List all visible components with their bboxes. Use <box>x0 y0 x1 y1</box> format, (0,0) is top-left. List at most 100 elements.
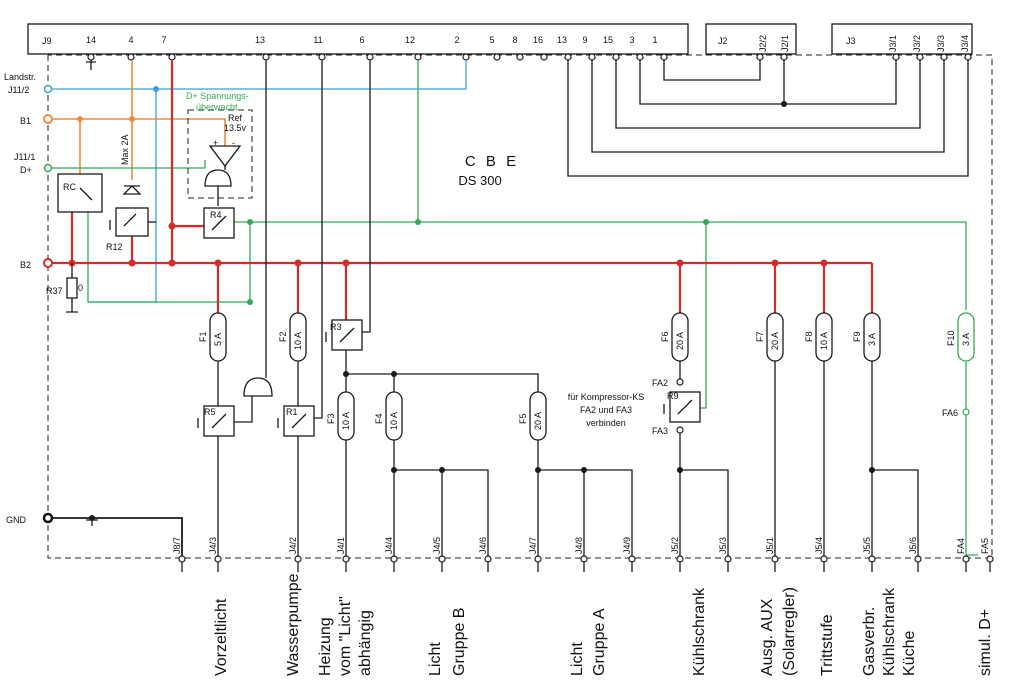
fa6-label: FA6 <box>942 408 958 418</box>
bottom-pin-label: J5/1 <box>765 537 775 554</box>
housing-outline <box>47 54 993 559</box>
b2-bus <box>52 60 874 320</box>
connector-j9: J9 14 4 7 13 11 6 12 2 5 8 16 13 9 15 3 … <box>27 23 689 55</box>
relay-r5-label: R5 <box>204 407 216 417</box>
j9-pin-6: 6 <box>359 35 364 45</box>
output-label-licht-b: Licht <box>427 642 444 676</box>
j9-pin-8: 8 <box>512 35 517 45</box>
j3-pin-2: J3/2 <box>912 35 922 52</box>
bottom-pin-label: J4/9 <box>622 537 632 554</box>
connector-j2: J2 J2/2 J2/1 <box>705 23 797 55</box>
bottom-pin-terminal <box>914 555 922 563</box>
diode-max2a: Max 2A <box>120 134 142 195</box>
connector-j9-label: J9 <box>42 36 52 46</box>
output-label-licht-a: Gruppe A <box>591 608 608 676</box>
d-plus-monitor: D+ Spannungs- überwacht Ref 13.5v + - <box>186 91 253 206</box>
r37-label: R37 <box>46 286 63 296</box>
bottom-pin-terminal <box>294 555 302 563</box>
max2a-label: Max 2A <box>120 134 130 165</box>
j9-pin-2: 2 <box>454 35 459 45</box>
connector-j2-box <box>705 23 797 55</box>
bottom-pin-label: FA5 <box>980 538 990 554</box>
fuse-f2: 10 A F2 <box>278 312 307 362</box>
gnd-label: GND <box>6 515 27 525</box>
relay-r5: R5 <box>197 60 273 556</box>
fa2-label: FA2 <box>652 378 668 388</box>
bottom-pin-label: J4/3 <box>208 537 218 554</box>
bottom-pin-label: J5/2 <box>670 537 680 554</box>
j11-1-label: J11/1 <box>14 152 35 162</box>
bottom-pin-label: J5/3 <box>718 537 728 554</box>
monitor-label-2: überwacht <box>196 102 238 112</box>
relay-r4: R4 <box>203 207 235 239</box>
relay-r1: R1 <box>277 60 323 556</box>
bottom-pin-label: J4/7 <box>528 537 538 554</box>
b2-terminal <box>43 258 53 268</box>
landstrom-label: Landstr. <box>4 72 36 82</box>
j3-pin-3: J3/3 <box>936 35 946 52</box>
fuse-f5-rating: 20 A <box>533 412 543 430</box>
fuse-f3: 10 A F3 <box>326 391 355 441</box>
bottom-pin-terminal <box>962 555 970 563</box>
fuse-f2-rating: 10 A <box>293 332 303 350</box>
j9-pin-14: 14 <box>86 35 96 45</box>
output-label-heizung: vom "Licht" <box>337 596 354 676</box>
j9-pin-16: 16 <box>533 35 543 45</box>
bottom-pin-terminal <box>986 555 994 563</box>
bottom-pin-terminal <box>628 555 636 563</box>
fuse-f4-name: F4 <box>374 413 384 424</box>
comparator-plus: + <box>213 138 218 148</box>
bottom-pin-terminal <box>390 555 398 563</box>
j9-pin-4: 4 <box>128 35 133 45</box>
b2-label: B2 <box>20 260 31 270</box>
connector-j3-box <box>831 23 973 55</box>
ref-label: Ref <box>228 113 243 123</box>
bottom-pin-terminal <box>534 555 542 563</box>
output-label-aux: (Solarregler) <box>781 587 798 676</box>
connector-j9-box <box>27 23 689 55</box>
monitor-label-1: D+ Spannungs- <box>186 91 249 101</box>
bottom-pin-terminal <box>580 555 588 563</box>
output-label-heizung: abhängig <box>357 610 374 676</box>
b1-terminal <box>43 114 53 124</box>
fuse-f7-rating: 20 A <box>770 332 780 350</box>
bottom-pin-terminal <box>178 555 186 563</box>
connector-j3-label: J3 <box>846 36 856 46</box>
b1-wire <box>52 60 226 180</box>
fa3-label: FA3 <box>652 426 668 436</box>
bottom-pin-terminal <box>676 555 684 563</box>
j9-pin-13b: 13 <box>557 35 567 45</box>
relay-r1-label: R1 <box>286 407 298 417</box>
j9-pin-7: 7 <box>161 35 166 45</box>
output-label-trittstufe: Trittstufe <box>819 614 836 676</box>
diagram-title: C B E <box>465 153 519 170</box>
d-plus-label: D+ <box>20 165 32 175</box>
kompressor-note-3: verbinden <box>586 418 626 428</box>
fuse-f10-name: F10 <box>946 330 956 346</box>
bottom-pin-terminal <box>342 555 350 563</box>
fuse-f2-name: F2 <box>278 331 288 342</box>
bottom-pin-terminal <box>868 555 876 563</box>
j9-pin-3: 3 <box>629 35 634 45</box>
j2-pin-2: J2/2 <box>758 35 768 52</box>
fuse-f9-rating: 3 A <box>867 333 877 346</box>
cbe-housing <box>47 54 993 559</box>
ref-value: 13.5v <box>224 123 247 133</box>
fuse-f5: 20 A F5 <box>518 391 547 441</box>
fuse-f6-rating: 20 A <box>675 332 685 350</box>
bottom-pin-label: J4/4 <box>384 537 394 554</box>
j9-pin-11: 11 <box>313 35 322 45</box>
fuse-f4-rating: 10 A <box>389 412 399 430</box>
bottom-pin-label: J4/5 <box>432 537 442 554</box>
relay-r12-label: R12 <box>106 242 123 252</box>
fuse-f10: 3 A F10 <box>946 312 975 362</box>
j11-2-label: J11/2 <box>8 85 29 95</box>
fuse-f1: 5 A F1 <box>198 312 227 362</box>
fuse-f1-name: F1 <box>198 331 208 342</box>
j11-2-terminal <box>43 84 53 94</box>
output-label-gas: Küche <box>901 631 918 676</box>
kompressor-note-1: für Kompressor-KS <box>568 392 645 402</box>
j9-pin-9: 9 <box>582 35 587 45</box>
